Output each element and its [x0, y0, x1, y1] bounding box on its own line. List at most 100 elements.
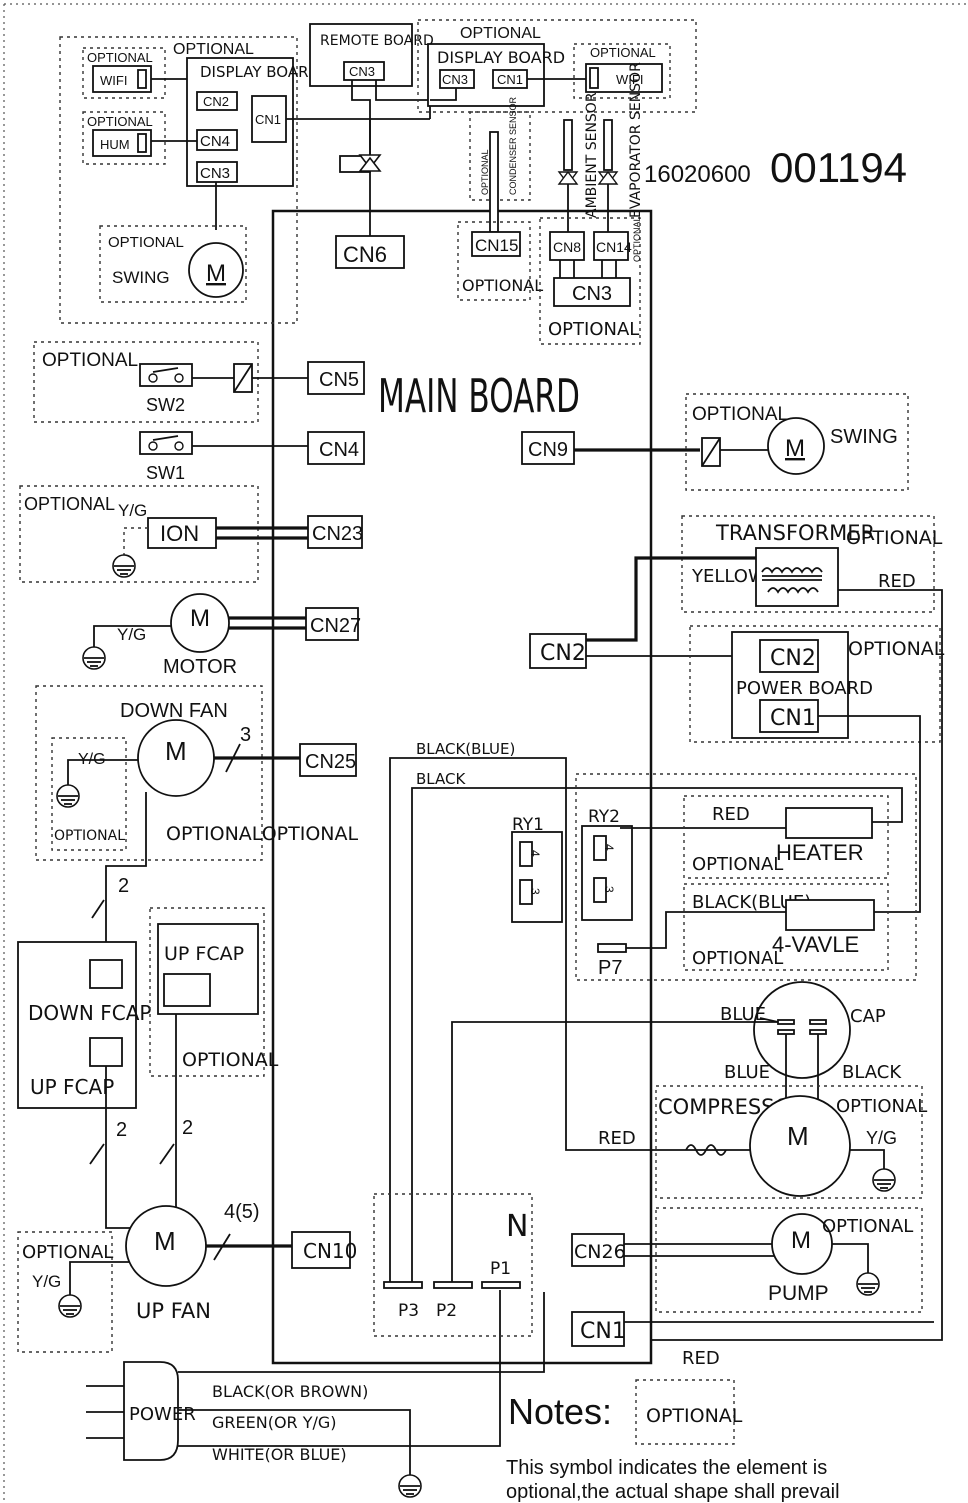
- left-db-cn1: CN1: [255, 112, 281, 127]
- motor-yg-label: Y/G: [117, 625, 146, 644]
- top-swing-motor-m: M: [206, 260, 226, 287]
- down-fan-optional-small: OPTIONAL: [54, 828, 125, 844]
- black-blue-top-label: BLACK(BLUE): [416, 740, 515, 758]
- power-wire-l1: BLACK(OR BROWN): [212, 1382, 368, 1401]
- cn1-bottom-label: CN1: [580, 1319, 626, 1344]
- left-db-cn2: CN2: [203, 94, 229, 109]
- swing-right-label: SWING: [830, 426, 898, 448]
- left-display-board-label: DISPLAY BOARD: [200, 63, 320, 81]
- down-fcap-wire-two: 2: [118, 875, 129, 897]
- up-fan-m: M: [154, 1226, 176, 1256]
- left-db-cn3: CN3: [200, 165, 230, 182]
- power-wire-l3: WHITE(OR BLUE): [212, 1445, 347, 1464]
- cn27-label: CN27: [310, 615, 361, 637]
- compressor-red-label: RED: [598, 1128, 636, 1149]
- four-valve-label: 4-VAVLE: [772, 932, 859, 957]
- top-swing-label: SWING: [112, 268, 170, 287]
- notes-optional-label: OPTIONAL: [646, 1405, 743, 1427]
- power-board-cn2: CN2: [770, 646, 816, 671]
- four-valve-black-blue-label: BLACK(BLUE): [692, 892, 811, 913]
- notes-title: Notes:: [508, 1391, 612, 1432]
- evaporator-sensor-label: EVAPORATOR SENSOR: [628, 62, 644, 218]
- ry2-pin4: 4: [602, 844, 616, 851]
- up-fcap-opt-label: UP FCAP: [164, 943, 244, 965]
- up-fcap-label: UP FCAP: [30, 1075, 114, 1099]
- cn3-sensor-label: CN3: [572, 283, 612, 305]
- cap-black-label: BLACK: [842, 1062, 902, 1083]
- ion-yg-label: Y/G: [118, 501, 147, 520]
- cap-blue-bottom-label: BLUE: [724, 1062, 770, 1083]
- pump-m: M: [791, 1227, 811, 1254]
- cn23-label: CN23: [312, 523, 363, 545]
- top-swing-optional-label: OPTIONAL: [108, 234, 184, 251]
- cn10-label: CN10: [303, 1239, 357, 1263]
- condenser-sensor-optional: OPTIONAL: [480, 149, 490, 195]
- p7-label: P7: [598, 957, 622, 979]
- four-valve-optional-label: OPTIONAL: [692, 948, 783, 969]
- right-db-cn3: CN3: [442, 72, 468, 87]
- cn15-optional-label: OPTIONAL: [462, 276, 543, 295]
- black-top-label: BLACK: [416, 770, 466, 788]
- right-db-cn1: CN1: [497, 72, 523, 87]
- down-fan-three: 3: [240, 724, 251, 746]
- cn6-label: CN6: [343, 242, 387, 267]
- transformer-label: TRANSFORMER: [715, 521, 875, 545]
- ry1-pin4: 4: [528, 850, 542, 857]
- cn15-label: CN15: [475, 236, 518, 255]
- compressor-m: M: [787, 1121, 809, 1151]
- power-wire-l2: GREEN(OR Y/G): [212, 1413, 337, 1432]
- swing-right-optional-label: OPTIONAL: [692, 404, 788, 425]
- pump-label: PUMP: [768, 1282, 829, 1305]
- cn3-optional-label: OPTIONAL: [548, 319, 639, 340]
- p3-label: P3: [398, 1301, 419, 1321]
- down-fan-m: M: [165, 736, 187, 766]
- compressor-yg-label: Y/G: [866, 1128, 897, 1148]
- transformer-optional-label: OPTIONAL: [846, 527, 943, 549]
- left-db-cn4: CN4: [200, 133, 230, 150]
- hum-label: HUM: [100, 137, 130, 152]
- ion-optional-label: OPTIONAL: [24, 494, 115, 514]
- up-fcap-optional-label: OPTIONAL: [182, 1049, 279, 1071]
- power-board-cn1: CN1: [770, 706, 816, 731]
- cn26-label: CN26: [574, 1241, 626, 1263]
- compressor-optional-label: OPTIONAL: [836, 1096, 927, 1117]
- hum-optional-label: OPTIONAL: [87, 114, 153, 129]
- top-right-optional-label: OPTIONAL: [460, 25, 541, 42]
- condenser-sensor-label: CONDENSER SENSOR: [508, 96, 518, 195]
- ry2-pin3: 3: [602, 886, 616, 893]
- cn1-red-label: RED: [682, 1348, 720, 1369]
- remote-board-label: REMOTE BOARD: [320, 33, 434, 49]
- cn25-label: CN25: [305, 751, 356, 773]
- motor-label: MOTOR: [163, 656, 237, 678]
- cn4-label: CN4: [319, 439, 359, 461]
- transformer-yellow-label: YELLOW: [691, 566, 766, 587]
- pump-optional-label: OPTIONAL: [822, 1216, 913, 1237]
- n-label: N: [506, 1209, 528, 1244]
- ry1-pin3: 3: [528, 888, 542, 895]
- power-board-label: POWER BOARD: [736, 678, 873, 699]
- sw2-optional-label: OPTIONAL: [42, 350, 138, 371]
- up-fan-optional-label: OPTIONAL: [22, 1242, 113, 1263]
- p2-label: P2: [436, 1301, 457, 1321]
- ry1-label: RY1: [512, 815, 544, 835]
- cn5-label: CN5: [319, 369, 359, 391]
- cn8-label: CN8: [553, 239, 581, 255]
- cap-blue-top-label: BLUE: [720, 1004, 766, 1025]
- cn2-right-label: CN2: [540, 641, 586, 666]
- code-prefix: 16020600: [644, 161, 751, 188]
- cn14-optional-label: OPTIONAL: [632, 216, 642, 262]
- main-board-title: MAIN BOARD: [378, 369, 580, 423]
- wifi-optional-label: OPTIONAL: [87, 50, 153, 65]
- p1-label: P1: [490, 1259, 511, 1279]
- cap-label: CAP: [850, 1006, 886, 1027]
- down-fan-label: DOWN FAN: [120, 700, 228, 722]
- motor-m: M: [190, 605, 210, 632]
- sw1-label: SW1: [146, 463, 185, 483]
- ry2-label: RY2: [588, 807, 620, 827]
- down-fcap-label: DOWN FCAP: [28, 1001, 151, 1025]
- heater-red-label: RED: [712, 804, 750, 825]
- remote-cn3: CN3: [349, 64, 375, 79]
- heater-optional-label: OPTIONAL: [692, 854, 783, 875]
